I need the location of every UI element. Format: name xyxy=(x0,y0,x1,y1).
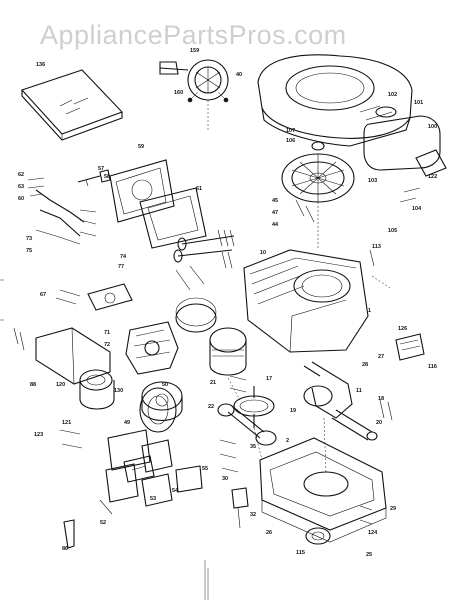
governor-linkage-part[interactable] xyxy=(35,189,85,245)
flywheel-part[interactable] xyxy=(281,141,355,203)
part-label: 44 xyxy=(272,222,279,228)
owner-manual-part[interactable] xyxy=(21,69,123,141)
part-label: 124 xyxy=(368,530,378,536)
part-label: 60 xyxy=(18,196,24,202)
part-label: 19 xyxy=(290,408,296,414)
part-label: 62 xyxy=(18,172,24,178)
part-label: 29 xyxy=(390,506,396,512)
part-label: 58 xyxy=(104,174,110,180)
part-label: 32 xyxy=(250,512,256,518)
recoil-starter-part[interactable] xyxy=(159,59,229,103)
crankshaft-part[interactable] xyxy=(303,361,378,441)
breather-part[interactable] xyxy=(107,429,155,483)
part-label: 159 xyxy=(190,48,199,54)
connecting-rod-part[interactable] xyxy=(217,403,277,446)
oil-seal-part[interactable] xyxy=(305,527,331,545)
part-label: 115 xyxy=(296,550,305,556)
part-label: 20 xyxy=(376,420,382,426)
part-label: 86 xyxy=(62,546,68,552)
part-label: 1 xyxy=(368,308,371,314)
part-label: 123 xyxy=(34,432,43,438)
part-label: 11 xyxy=(356,388,362,394)
part-label: 71 xyxy=(104,330,110,336)
part-label: 105 xyxy=(388,228,397,234)
engine-base-sump-part[interactable] xyxy=(259,437,387,543)
valve-assembly-part[interactable] xyxy=(173,229,235,291)
part-label: 136 xyxy=(36,62,45,68)
part-label: 25 xyxy=(366,552,372,558)
part-label: 102 xyxy=(388,92,397,98)
cylinder-block-part[interactable] xyxy=(243,249,369,353)
part-label: 72 xyxy=(104,342,110,348)
part-label: 101 xyxy=(414,100,423,106)
cam-gear-part[interactable] xyxy=(233,386,275,428)
part-label: 59 xyxy=(138,144,144,150)
part-label: 63 xyxy=(18,184,24,190)
part-label: 26 xyxy=(266,530,272,536)
part-label: 28 xyxy=(362,362,368,368)
part-label: 18 xyxy=(378,396,384,402)
part-label: 160 xyxy=(174,90,183,96)
air-filter-cartridge-part[interactable] xyxy=(79,369,115,410)
part-label: 61 xyxy=(196,186,202,192)
part-label: 57 xyxy=(98,166,104,172)
dipstick-part[interactable] xyxy=(63,519,75,549)
part-label: 126 xyxy=(398,326,407,332)
part-label: 45 xyxy=(272,198,278,204)
part-label: 40 xyxy=(236,72,242,78)
part-label: 74 xyxy=(120,254,127,260)
piston-part[interactable] xyxy=(175,297,247,376)
part-label: 30 xyxy=(222,476,228,482)
part-label: 21 xyxy=(210,380,216,386)
part-label: 67 xyxy=(40,292,46,298)
part-label: 50 xyxy=(162,382,168,388)
part-label: 10 xyxy=(260,250,266,256)
gasket-part[interactable] xyxy=(139,187,207,249)
part-label: 120 xyxy=(56,382,65,388)
part-label: 22 xyxy=(208,404,214,410)
part-label: 122 xyxy=(428,174,437,180)
part-label: 53 xyxy=(150,496,156,502)
part-label: 113 xyxy=(372,244,381,250)
hardware-bolts-part[interactable] xyxy=(13,177,421,525)
air-cleaner-plate-part[interactable] xyxy=(109,159,175,223)
part-label: 27 xyxy=(378,354,384,360)
part-label: 73 xyxy=(26,236,32,242)
part-label: 54 xyxy=(172,488,179,494)
muffler-part[interactable] xyxy=(363,106,447,177)
gasket-stack-part[interactable] xyxy=(105,439,203,507)
decal-part[interactable] xyxy=(395,333,425,361)
part-label: 75 xyxy=(26,248,32,254)
part-label: 104 xyxy=(412,206,422,212)
part-label: 121 xyxy=(62,420,71,426)
part-number-labels: 159 160 40 101 102 100 136 107 106 122 1… xyxy=(18,48,437,558)
carburetor-part[interactable] xyxy=(87,283,179,375)
fuel-tank-part[interactable] xyxy=(35,327,111,385)
valve-cover-part[interactable] xyxy=(139,387,177,433)
part-label: 107 xyxy=(286,128,295,134)
part-label: 47 xyxy=(272,210,278,216)
air-cleaner-base-part[interactable] xyxy=(141,381,183,422)
part-label: 55 xyxy=(202,466,208,472)
part-label: 130 xyxy=(114,388,123,394)
assembly-guide-lines xyxy=(0,100,391,600)
blower-housing-part[interactable] xyxy=(257,54,413,147)
part-label: 2 xyxy=(286,438,289,444)
part-label: 106 xyxy=(286,138,295,144)
drain-plug-part[interactable] xyxy=(231,487,249,529)
part-label: 35 xyxy=(250,444,256,450)
part-label: 116 xyxy=(428,364,437,370)
part-label: 103 xyxy=(368,178,377,184)
spark-plug-part[interactable] xyxy=(77,169,111,187)
part-label: 100 xyxy=(428,124,437,130)
watermark-text: AppliancePartsPros.com xyxy=(40,20,347,50)
part-label: 52 xyxy=(100,520,106,526)
part-label: 17 xyxy=(266,376,272,382)
part-label: 49 xyxy=(124,420,130,426)
part-label: 77 xyxy=(118,264,124,270)
part-label: 88 xyxy=(30,382,36,388)
